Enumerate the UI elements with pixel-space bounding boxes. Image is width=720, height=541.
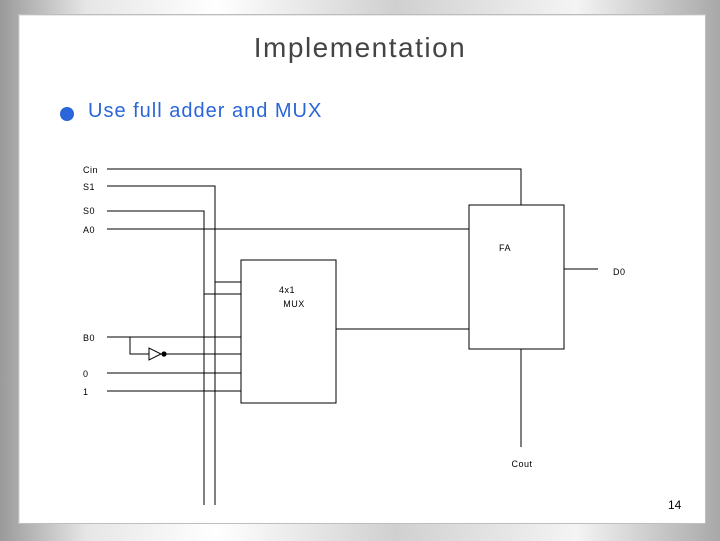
wire-cin: [107, 168, 522, 205]
label-b0: B0: [83, 333, 95, 343]
label-d0: D0: [613, 267, 626, 277]
inverter-bubble-icon: [161, 351, 167, 357]
wire-b0-branch: [129, 337, 149, 355]
mux-block: [240, 259, 337, 404]
bullet-dot-icon: [60, 107, 74, 121]
label-zero: 0: [83, 369, 89, 379]
mux-label-line1: 4x1: [279, 285, 295, 295]
label-s0: S0: [83, 206, 95, 216]
fa-block: [468, 204, 565, 350]
label-one: 1: [83, 387, 89, 397]
label-cout: Cout: [511, 459, 532, 469]
wire-s0: [107, 210, 205, 505]
slide-title: Implementation: [253, 32, 467, 63]
inverter-icon: [148, 347, 163, 361]
slide-number: 14: [668, 498, 682, 512]
label-s1: S1: [83, 182, 95, 192]
mux-label-line2: MUX: [283, 299, 305, 309]
wire-s1: [107, 185, 216, 505]
label-cin: Cin: [83, 165, 98, 175]
fa-label: FA: [499, 243, 511, 253]
label-a0: A0: [83, 225, 95, 235]
bullet-text: Use full adder and MUX: [88, 100, 323, 122]
